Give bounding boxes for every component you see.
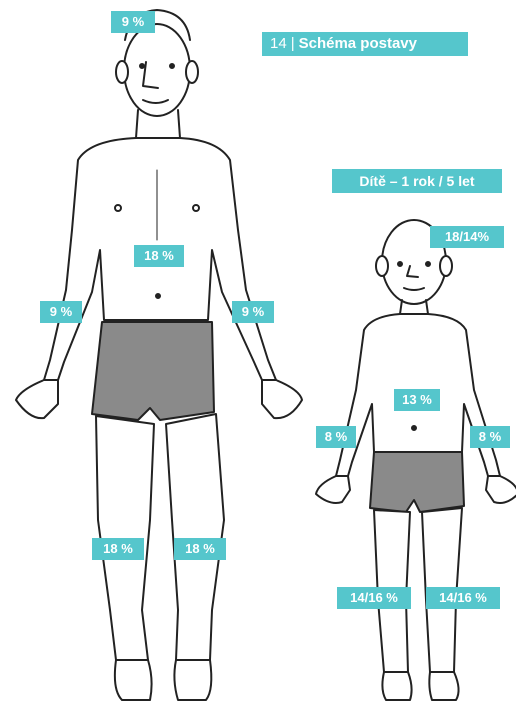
child-figure: [316, 220, 516, 700]
adult-right-arm-label: 9 %: [232, 301, 274, 323]
child-caption: Dítě – 1 rok / 5 let: [332, 169, 502, 193]
title-number: 14: [270, 35, 287, 52]
adult-left-arm-label: 9 %: [40, 301, 82, 323]
child-trunk-label: 13 %: [394, 389, 440, 411]
adult-left-leg-label: 18 %: [92, 538, 144, 560]
adult-head-label: 9 %: [111, 11, 155, 33]
child-shorts: [370, 452, 464, 512]
child-right-arm-label: 8 %: [470, 426, 510, 448]
adult-right-leg-label: 18 %: [174, 538, 226, 560]
child-right-leg-label: 14/16 %: [426, 587, 500, 609]
title-separator: |: [291, 35, 295, 52]
adult-trunk-label: 18 %: [134, 245, 184, 267]
adult-shorts: [92, 322, 214, 420]
page-title: 14|Schéma postavy: [262, 32, 468, 56]
child-left-arm-label: 8 %: [316, 426, 356, 448]
adult-figure: [16, 10, 302, 700]
child-head-label: 18/14%: [430, 226, 504, 248]
child-left-leg-label: 14/16 %: [337, 587, 411, 609]
title-text: Schéma postavy: [299, 35, 417, 52]
